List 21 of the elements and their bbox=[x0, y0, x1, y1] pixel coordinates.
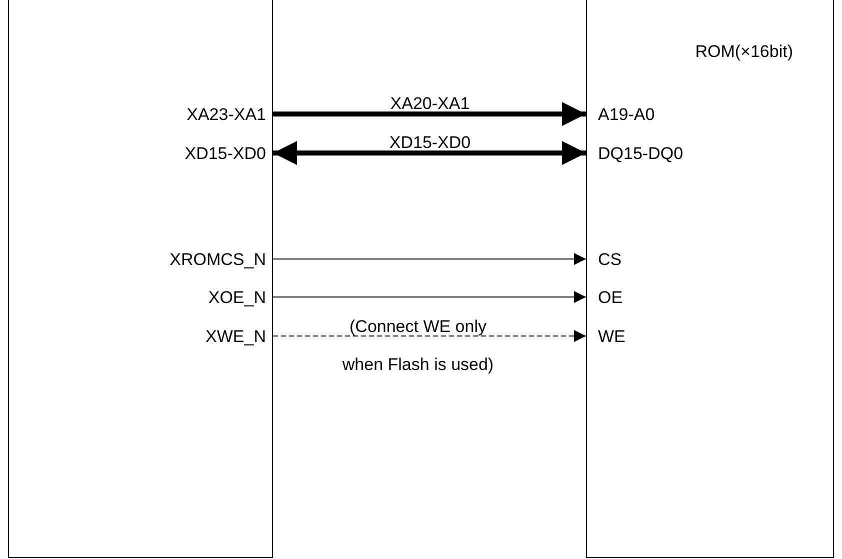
chip-box bbox=[586, 0, 834, 558]
signal-arrow bbox=[273, 102, 586, 126]
edge-label: XA20-XA1 bbox=[390, 94, 470, 114]
pin-label: XA23-XA1 bbox=[186, 104, 266, 126]
chip-box bbox=[8, 0, 273, 558]
signal-arrow bbox=[273, 141, 586, 165]
pin-label: A19-A0 bbox=[598, 104, 655, 126]
edge-label: XD15-XD0 bbox=[389, 133, 471, 153]
pin-label: DQ15-DQ0 bbox=[598, 143, 684, 166]
pin-label: XOE_N bbox=[208, 287, 266, 310]
signal-arrow bbox=[272, 253, 586, 265]
pin-label: CS bbox=[598, 249, 622, 272]
signal-arrow bbox=[272, 291, 586, 303]
pin-label: XWE_N bbox=[206, 326, 266, 348]
signal-arrow bbox=[272, 330, 586, 342]
pin-label: XROMCS_N bbox=[170, 249, 266, 272]
pin-label: WE bbox=[598, 326, 626, 348]
edge-label: (Connect WE only when Flash is used) bbox=[341, 316, 495, 376]
chip-title: ROM(×16bit) bbox=[695, 41, 793, 63]
pin-label: XD15-XD0 bbox=[184, 143, 266, 166]
pin-label: OE bbox=[598, 287, 623, 310]
